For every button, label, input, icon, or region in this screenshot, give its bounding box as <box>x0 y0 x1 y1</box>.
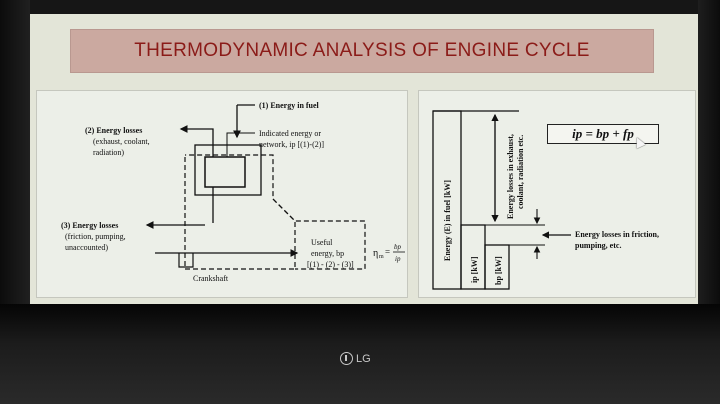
fuel-bar <box>432 110 462 290</box>
label-useful-line3: [(1) - (2) - (3)] <box>307 260 354 269</box>
label-indicated-line2: network, ip [(1)-(2)] <box>259 140 324 149</box>
label-losses3-title: (3) Energy losses <box>61 221 118 230</box>
formula-box: ip = bp + fp <box>547 124 659 144</box>
energy-flow-diagram: (1) Energy in fuel (2) Energy losses (ex… <box>36 90 408 298</box>
eta-equals: = <box>385 247 390 257</box>
label-friction-line2: pumping, etc. <box>575 241 621 250</box>
losses2-arrow <box>179 125 214 157</box>
title-banner: THERMODYNAMIC ANALYSIS OF ENGINE CYCLE <box>70 29 654 73</box>
monitor-bezel-right <box>698 0 720 404</box>
presentation-slide: THERMODYNAMIC ANALYSIS OF ENGINE CYCLE (… <box>30 14 698 304</box>
eta-denominator: ip <box>395 255 401 263</box>
slide-title: THERMODYNAMIC ANALYSIS OF ENGINE CYCLE <box>134 40 590 61</box>
system-boundary <box>184 154 296 270</box>
label-energy-in-fuel: (1) Energy in fuel <box>259 101 320 110</box>
label-fuel-energy: Energy (E) in fuel [kW] <box>443 180 452 261</box>
bp-bar <box>484 244 510 290</box>
label-losses2-title: (2) Energy losses <box>85 126 142 135</box>
monitor-bezel-top <box>0 0 720 14</box>
output-boundary <box>272 198 366 270</box>
energy-flow-svg: (1) Energy in fuel (2) Energy losses (ex… <box>61 101 405 283</box>
label-crankshaft: Crankshaft <box>193 274 229 283</box>
monitor-chin <box>0 304 720 404</box>
brand-logo: LG <box>340 352 371 365</box>
cylinder-box <box>204 156 246 188</box>
label-losses3-line2: (friction, pumping, <box>65 232 126 241</box>
lg-logo-icon <box>340 352 353 365</box>
label-exhaust-line2: coolant, radiation etc. <box>516 135 525 209</box>
crank-throw <box>178 253 194 268</box>
eta-subscript: m <box>379 254 384 260</box>
label-ip: ip [kW] <box>470 256 479 283</box>
engine-outer-box <box>194 144 262 196</box>
label-losses3-line3: unaccounted) <box>65 243 108 252</box>
label-losses2-line2: (exhaust, coolant, <box>93 137 150 146</box>
label-friction-line1: Energy losses in friction, <box>575 230 659 239</box>
eta-numerator: bp <box>394 243 402 251</box>
label-exhaust-line1: Energy losses in exhaust, <box>506 134 515 219</box>
energy-balance-svg: Energy (E) in fuel [kW] ip [kW] bp [kW] … <box>432 110 659 290</box>
label-indicated-line1: Indicated energy or <box>259 129 321 138</box>
label-useful-line1: Useful <box>311 238 333 247</box>
eta-symbol: η <box>373 248 378 259</box>
brand-name: LG <box>356 352 371 365</box>
label-bp: bp [kW] <box>494 256 503 285</box>
energy-balance-diagram: Energy (E) in fuel [kW] ip [kW] bp [kW] … <box>418 90 696 298</box>
label-losses2-line3: radiation) <box>93 148 124 157</box>
indicated-leader <box>226 132 255 157</box>
label-useful-line2: energy, bp <box>311 249 344 258</box>
